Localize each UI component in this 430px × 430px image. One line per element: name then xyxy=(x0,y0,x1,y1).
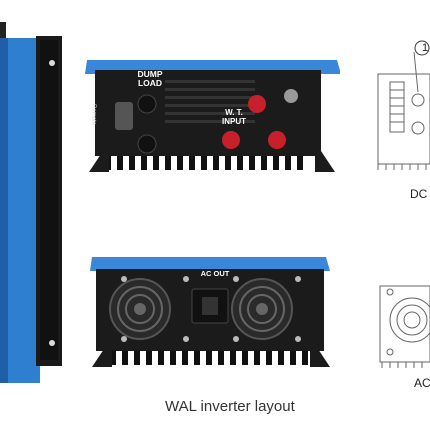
dc-side-line-drawing xyxy=(372,30,430,170)
inverter-ac-side-photo xyxy=(90,253,335,373)
diagram-callout-number: 1 xyxy=(422,42,429,54)
wt-input-label: W. T. INPUT xyxy=(222,108,246,126)
inverter-dc-side-photo xyxy=(85,52,340,177)
ac-out-label: AC OUT xyxy=(200,269,230,278)
dc-diagram-label: DC xyxy=(410,187,428,201)
ac-diagram-label: AC xyxy=(414,376,430,390)
remote-label: Remote xyxy=(90,104,96,126)
dump-load-label: DUMP LOAD xyxy=(137,69,163,88)
inverter-side-view xyxy=(0,0,70,390)
ac-side-line-drawing xyxy=(376,280,430,370)
figure-caption: WAL inverter layout xyxy=(165,398,295,415)
